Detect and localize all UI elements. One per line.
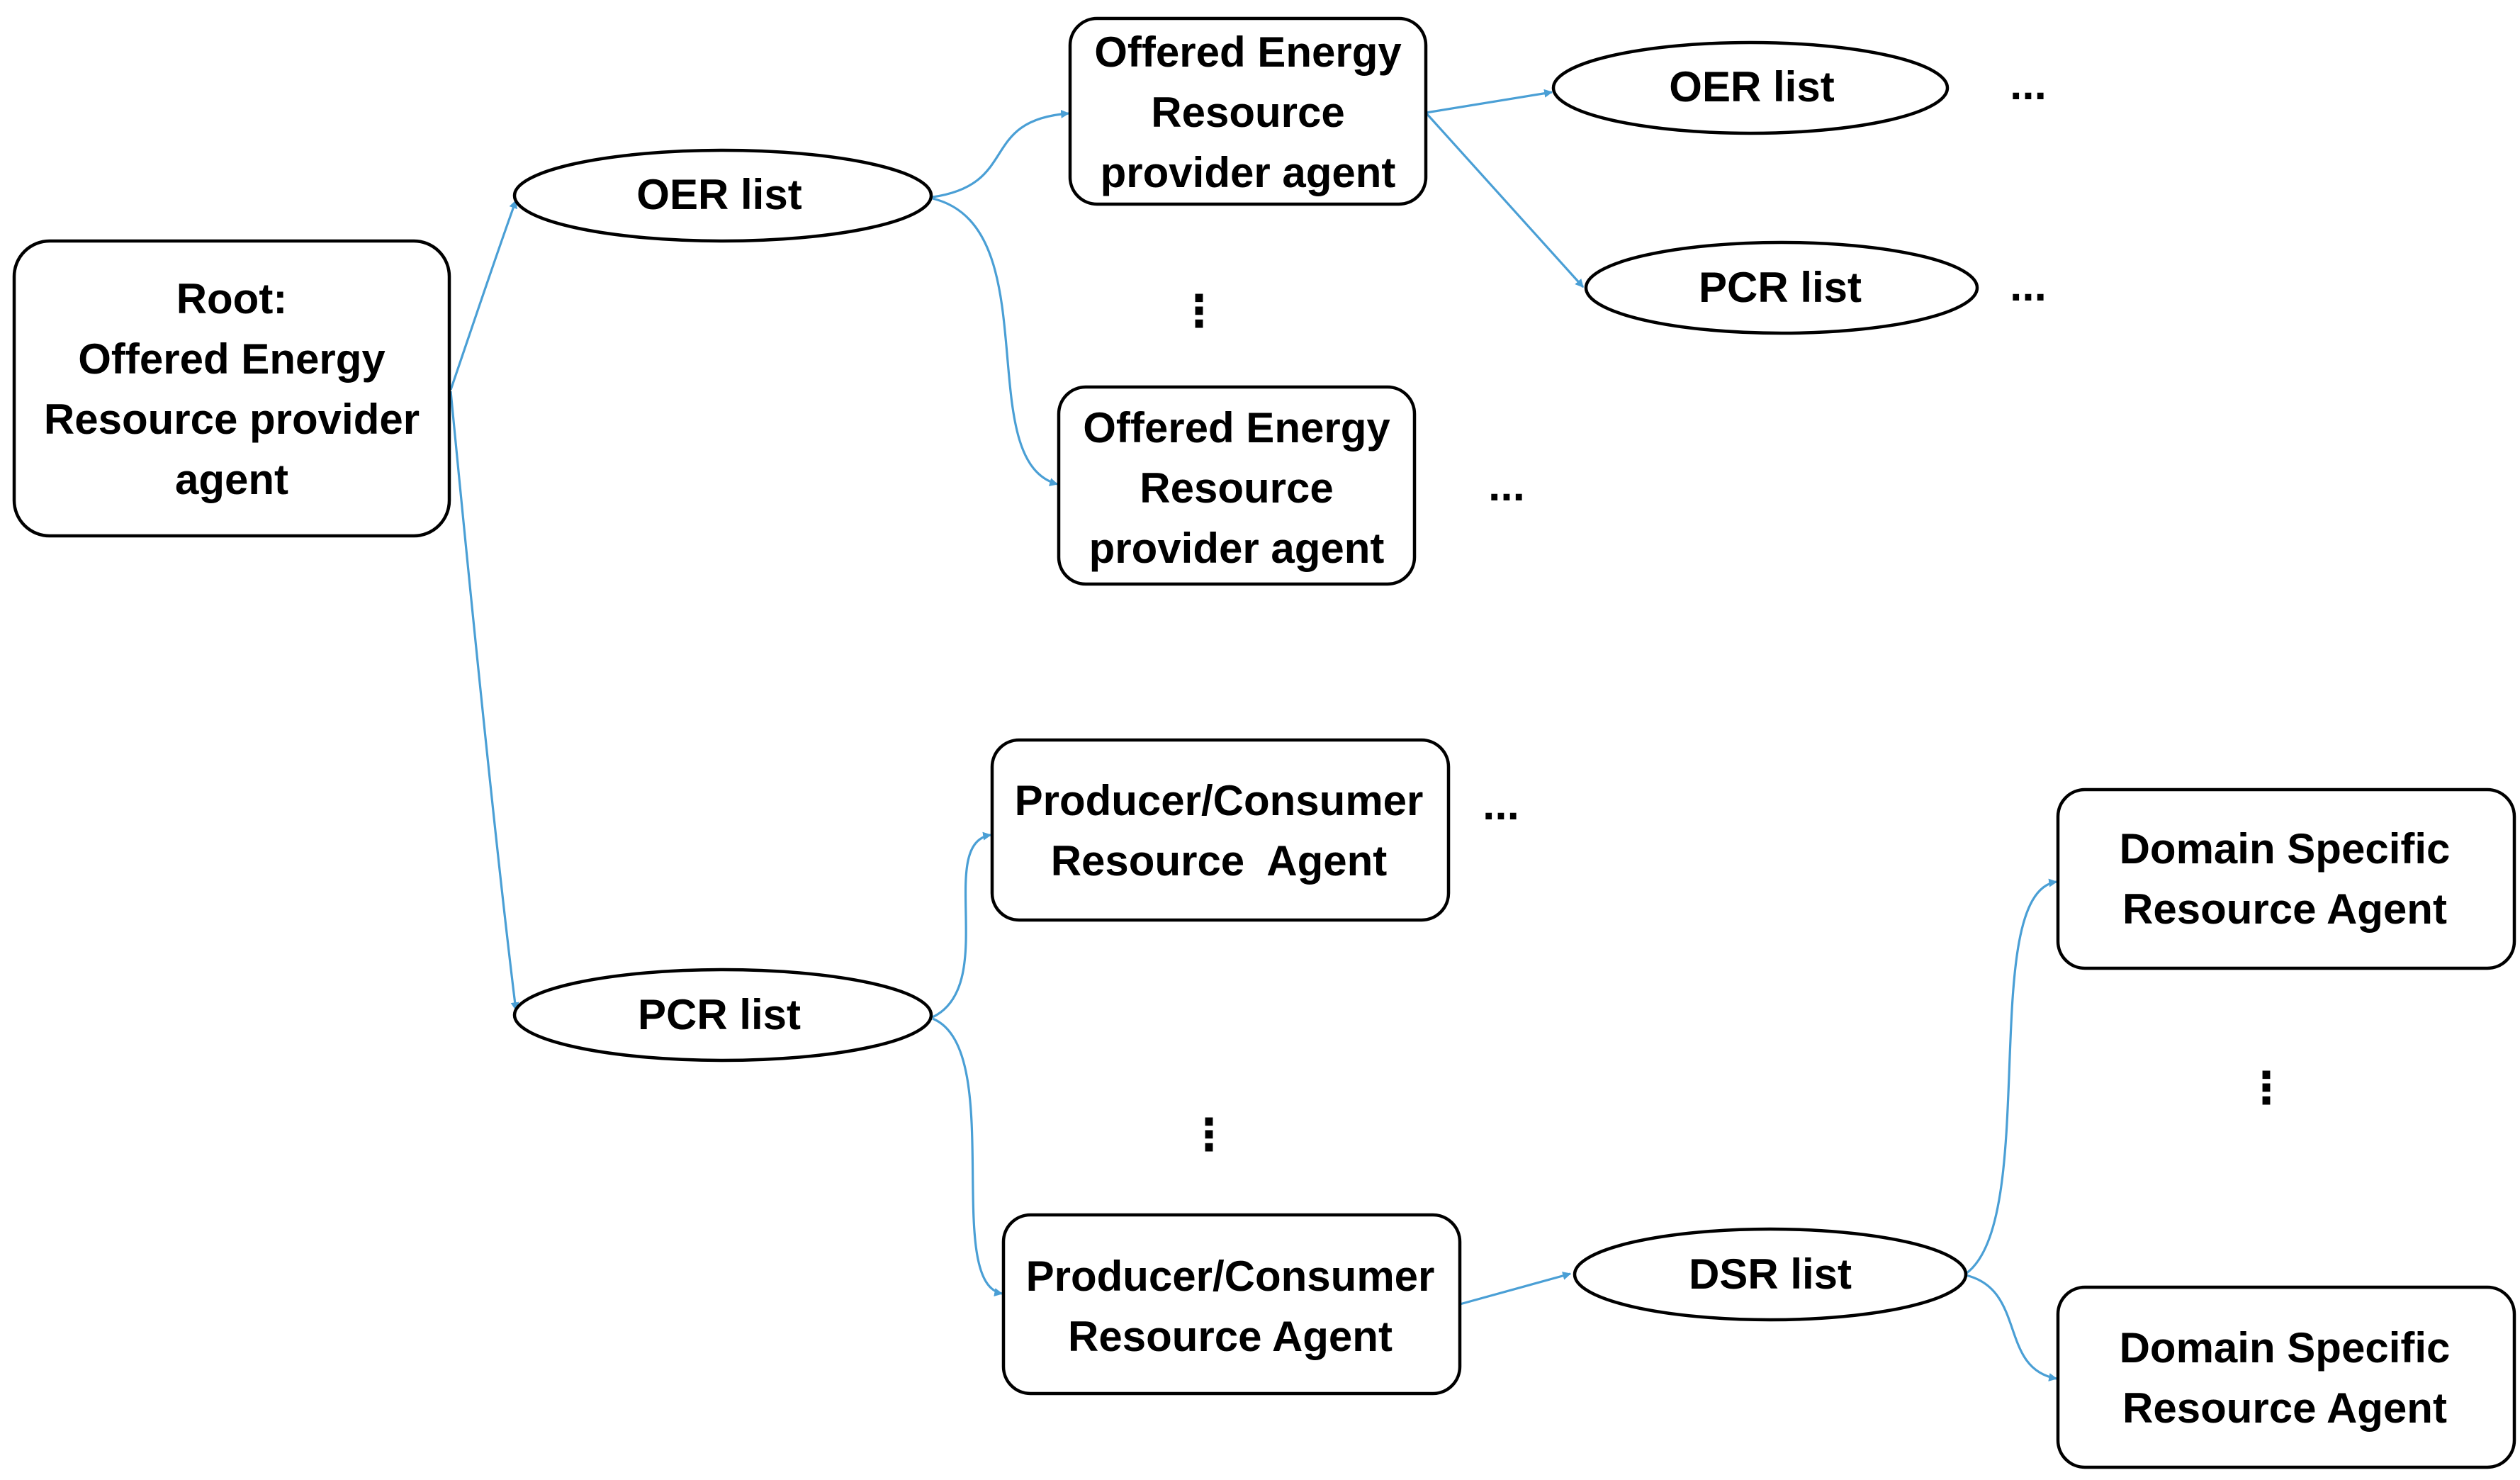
oer-provider-agent-node[interactable]: Offered Energy Resource provider agent	[1057, 385, 1417, 586]
oer-agent-a-line-1: Offered Energy	[1094, 28, 1402, 76]
ellipsis-vertical: ⋮	[2244, 1064, 2288, 1113]
pcr-list-node[interactable]: PCR list	[1584, 240, 1979, 335]
ellipsis-horizontal: ...	[1488, 461, 1525, 510]
root-line-4: agent	[175, 456, 288, 503]
dsr-list-node[interactable]: DSR list	[1573, 1227, 1968, 1322]
ds-agent-b-line-2: Resource Agent	[2122, 1384, 2447, 1432]
oer-list-2-label: OER list	[1669, 63, 1834, 111]
oer-list-node[interactable]: OER list	[1551, 40, 1950, 135]
oer-agent-a-line-3: provider agent	[1101, 149, 1396, 196]
oer-provider-agent-node[interactable]: Offered Energy Resource provider agent	[1068, 16, 1428, 206]
edge-dsr-list-to-ds-agent-a	[1965, 878, 2058, 1275]
oer-agent-b-line-3: provider agent	[1089, 525, 1385, 572]
edge-oer-agent-a-to-pcr-list-2	[1424, 111, 1585, 288]
ellipsis-vertical: ⋮	[1187, 1111, 1231, 1160]
dsr-list-label: DSR list	[1689, 1250, 1852, 1298]
pcr-list-node[interactable]: PCR list	[512, 968, 933, 1063]
edge-root-to-pcr-list	[449, 391, 519, 1011]
domain-specific-agent-node[interactable]: Domain Specific Resource Agent	[2056, 1285, 2516, 1469]
pcr-list-2-label: PCR list	[1699, 264, 1862, 311]
pc-agent-b-line-1: Producer/Consumer	[1026, 1252, 1435, 1300]
ellipsis-horizontal: ...	[2010, 60, 2047, 109]
ds-agent-a-line-2: Resource Agent	[2122, 885, 2447, 933]
pc-agent-a-line-2: Resource Agent	[1051, 837, 1388, 885]
oer-agent-a-line-2: Resource	[1151, 89, 1344, 136]
root-node[interactable]: Root: Offered Energy Resource provider a…	[12, 239, 451, 538]
edge-dsr-list-to-ds-agent-b	[1965, 1274, 2058, 1381]
pc-agent-a-line-1: Producer/Consumer	[1015, 777, 1424, 824]
pc-agent-b-line-2: Resource Agent	[1068, 1313, 1393, 1360]
ellipsis-horizontal: ...	[1483, 780, 1519, 829]
oer-agent-b-line-1: Offered Energy	[1083, 404, 1390, 452]
oer-agent-b-line-2: Resource	[1140, 464, 1333, 512]
root-line-1: Root:	[176, 275, 288, 323]
domain-specific-agent-node[interactable]: Domain Specific Resource Agent	[2056, 787, 2516, 970]
pcr-list-label: PCR list	[638, 991, 801, 1038]
ds-agent-a-line-1: Domain Specific	[2120, 825, 2451, 873]
edge-oer-list-to-oer-agent-a	[932, 109, 1070, 198]
root-line-2: Offered Energy	[78, 335, 386, 383]
oer-list-node[interactable]: OER list	[512, 148, 933, 243]
root-line-3: Resource provider	[44, 396, 420, 443]
edge-pc-agent-b-to-dsr-list	[1459, 1272, 1572, 1306]
ellipsis-horizontal: ...	[2010, 262, 2047, 310]
producer-consumer-agent-node[interactable]: Producer/Consumer Resource Agent	[990, 738, 1451, 922]
edges	[449, 89, 2058, 1381]
oer-list-label: OER list	[636, 171, 801, 218]
continuation-markers: ... ... ... ... ⋮ ⋮ ⋮	[1177, 60, 2288, 1160]
ellipsis-vertical: ⋮	[1177, 287, 1221, 336]
producer-consumer-agent-node[interactable]: Producer/Consumer Resource Agent	[1001, 1213, 1462, 1396]
edge-oer-agent-a-to-oer-list-2	[1425, 89, 1553, 114]
edge-pcr-list-to-pc-agent-a	[932, 831, 992, 1019]
edge-pcr-list-to-pc-agent-b	[932, 1017, 1003, 1296]
edge-oer-list-to-oer-agent-b	[932, 197, 1059, 486]
edge-root-to-oer-list	[449, 199, 517, 391]
ds-agent-b-line-1: Domain Specific	[2120, 1324, 2451, 1372]
